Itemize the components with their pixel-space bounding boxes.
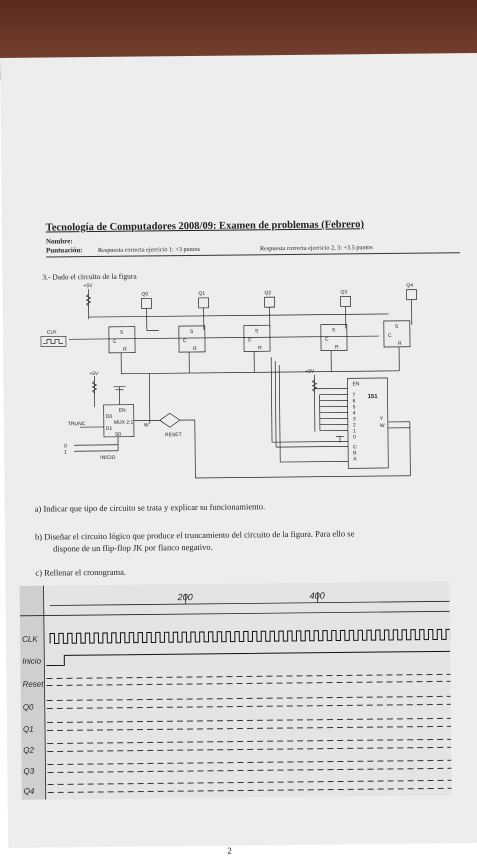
chip-en: EN xyxy=(352,381,359,387)
ff3-c: C xyxy=(325,337,329,343)
mux-d1: D1 xyxy=(106,426,113,432)
chip-sel-a: A xyxy=(353,456,357,462)
ff0-s: S xyxy=(120,330,124,336)
signal-q2: Q2 xyxy=(23,746,34,755)
signal-q4: Q4 xyxy=(24,787,35,796)
circuit-diagram: +5V CLK Q0 Q1 Q2 Q3 Q4 S C R S C R S C R… xyxy=(38,275,440,489)
mux-title: MUX 2:1 xyxy=(114,420,134,426)
ff2-r: R xyxy=(258,345,262,351)
chip-in-0: 0 xyxy=(353,434,356,440)
ff1-r: R xyxy=(193,346,197,352)
q1-label: Q1 xyxy=(198,291,205,297)
chip-vcc-label: +5V xyxy=(305,369,315,375)
q2-label: Q2 xyxy=(264,290,271,296)
page-number: 2 xyxy=(227,846,232,856)
logic-1: 1 xyxy=(64,449,67,455)
question-a: a) Indicar que tipo de circuito se trata… xyxy=(35,501,265,513)
vcc-label: +5V xyxy=(83,283,93,289)
puntuacion-label: Puntuación: xyxy=(46,246,83,254)
ff0-r: R xyxy=(123,347,127,353)
ff2-s: S xyxy=(255,328,259,334)
tick-400: 400 xyxy=(310,591,325,601)
q4-label: Q4 xyxy=(406,283,413,289)
score-rule-1: Respuesta correcta ejercicio 1: +3 punto… xyxy=(98,246,200,254)
ff4-c: C xyxy=(388,333,392,339)
signal-clk: CLK xyxy=(22,635,38,644)
clk-label: CLK xyxy=(47,329,57,335)
trunc-label: TRUNC xyxy=(68,421,86,427)
question-b-line1: b) Diseñar el circuito lógico que produc… xyxy=(35,528,354,541)
q0-label: Q0 xyxy=(141,291,148,297)
ff3-s: S xyxy=(332,327,336,333)
chip-number: 151 xyxy=(368,394,379,400)
signal-inicio: Inicio xyxy=(22,657,41,666)
inicio-label: INICIO xyxy=(100,455,115,461)
ff4-r: R xyxy=(398,341,402,347)
page-title: Tecnología de Computadores 2008/09: Exam… xyxy=(46,219,364,233)
mux-w: W xyxy=(144,422,149,428)
mux-vcc-label: +5V xyxy=(89,371,99,377)
reset-label: RESET xyxy=(165,432,182,438)
chip-out-w: W xyxy=(380,423,385,429)
ff4-s: S xyxy=(395,324,399,330)
question-b-line2: dispone de un flip-flop JK por flanco ne… xyxy=(53,542,213,554)
mux-s0: S0 xyxy=(115,432,121,438)
nombre-label: Nombre: xyxy=(46,237,73,245)
q3-label: Q3 xyxy=(340,289,347,295)
score-rule-2: Respuesta correcta ejercicio 2, 3: +3.5 … xyxy=(260,244,373,252)
ff0-c: C xyxy=(113,339,117,345)
exam-paper: Tecnología de Computadores 2008/09: Exam… xyxy=(0,53,477,848)
chip-out-y: Y xyxy=(380,416,384,422)
ff3-r: R xyxy=(335,344,339,350)
timing-diagram: 200 400 CLK Inicio Reset Q0 Q1 Q2 Q3 Q4 xyxy=(20,581,452,799)
ff1-c: C xyxy=(183,338,187,344)
tick-200: 200 xyxy=(177,592,193,602)
signal-q1: Q1 xyxy=(23,725,34,734)
question-c: c) Rellenar el cronograma. xyxy=(35,567,126,578)
signal-reset: Reset xyxy=(23,680,45,689)
signal-q0: Q0 xyxy=(23,703,34,712)
mux-d0: D0 xyxy=(106,414,113,420)
ff2-c: C xyxy=(248,337,252,343)
signal-q3: Q3 xyxy=(23,767,34,776)
ff1-s: S xyxy=(190,329,194,335)
mux-en: EN xyxy=(119,408,126,414)
